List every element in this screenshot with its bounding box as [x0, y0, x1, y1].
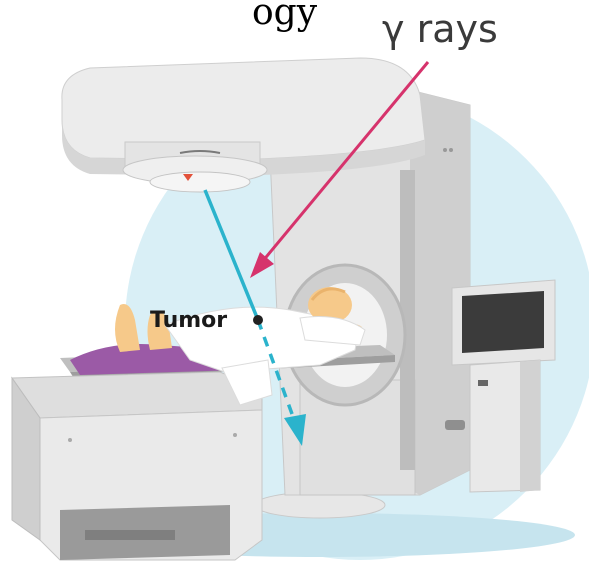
header-text: ogy	[252, 0, 318, 33]
tumor-dot-icon	[253, 315, 263, 325]
couch-pedestal	[12, 372, 262, 560]
monitor-screen	[462, 291, 544, 353]
base-disc	[255, 492, 385, 518]
tumor-label: Tumor	[150, 308, 227, 333]
gamma-rays-label: γ rays	[382, 7, 498, 51]
